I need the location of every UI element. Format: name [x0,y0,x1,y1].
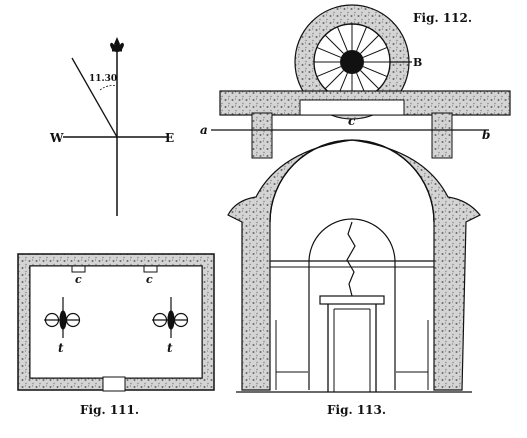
slab-pillar-right [431,112,453,159]
wall-crack [346,221,356,297]
wheel-spoke [324,34,344,54]
vent-label-right: c [146,273,153,286]
elevation-section: B Fig. 112. a b c [200,4,511,393]
door-pediment [319,295,385,305]
fig-113-caption: Fig. 113. [327,403,386,417]
west-label: W [49,131,64,145]
stove-right-icon [152,297,189,338]
outer-arch [269,139,435,223]
wheel-spoke [356,26,368,52]
wheel-spoke [336,26,348,52]
plan-vent-right [143,265,158,273]
wheel-hub [340,50,364,74]
fig-111-caption: Fig. 111. [80,403,139,417]
east-label: E [165,131,174,145]
stove-left-icon [44,297,81,338]
inner-arch [308,218,396,390]
plan-vent-left [71,265,86,273]
slab-pillar-left [251,112,273,159]
wheel-opening [299,99,405,116]
point-b-label: b [482,128,490,142]
stove-label-left: t [58,341,64,355]
plan-door [102,376,126,392]
wheel-spoke [362,46,388,58]
door-frame-outer [327,304,377,392]
plan-room [29,265,203,379]
fleur-de-lis-icon [110,37,124,54]
fig-112-caption: Fig. 112. [413,11,472,25]
compass-diagram: 11.30 W E [49,37,174,216]
point-a-label: a [200,123,208,137]
wheel-spoke [324,70,344,90]
wheel-spoke [316,46,342,58]
declination-arc [99,85,118,91]
wheel-label-b: B [413,56,422,69]
vent-label-left: c [75,273,82,286]
stove-label-right: t [167,341,173,355]
door-frame-inner [333,308,371,392]
wheel-spoke [316,66,342,78]
floor-plan: c c t t [17,253,215,392]
magnetic-needle-line [71,57,118,138]
wheel-spoke [362,66,388,78]
wheel-spoke [360,34,380,54]
point-c-label: c [348,114,356,128]
doorway [319,295,385,392]
arch-wall [227,139,481,391]
wheel-spoke [360,70,380,90]
declination-label: 11.30 [89,74,117,84]
